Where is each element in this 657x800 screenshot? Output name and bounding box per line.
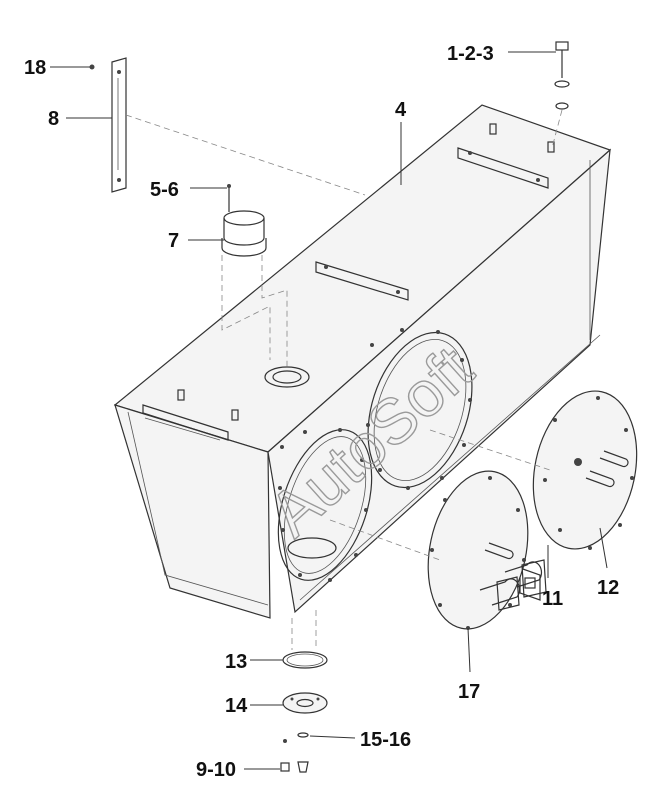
sight-gauge [89,57,366,196]
cover-plate-12 [532,390,638,550]
callout-5-6: 5-6 [150,179,179,201]
callout-13: 13 [225,651,247,673]
callout-1-2-3: 1-2-3 [447,43,494,65]
drain-flange [282,692,328,714]
drain-washer [297,732,309,738]
callout-9-10: 9-10 [196,759,236,781]
callout-11: 11 [542,588,563,610]
callout-14: 14 [225,695,248,717]
drain-bolt [280,762,290,772]
filler-neck [264,366,310,388]
tank-side-face [267,148,611,614]
cover-plate-11 [429,429,551,601]
side-opening-front [277,429,373,581]
top-bracket [457,147,549,189]
leader-lines [50,51,608,770]
top-bolt-stack [551,41,570,149]
callout-18: 18 [24,57,46,79]
filler-cap [221,184,288,370]
callout-4: 4 [395,99,407,121]
opening-bolt-holes [278,328,472,582]
callout-7: 7 [168,230,179,252]
callout-12: 12 [597,577,619,599]
tank-body [113,104,612,619]
middle-bracket [315,261,409,301]
callout-17: 17 [458,681,480,703]
gauge-screw [89,64,95,70]
drain-plug [297,761,309,773]
front-bracket [142,404,229,441]
callout-8: 8 [48,108,59,130]
cover-plate-17 [329,470,547,630]
callout-15-16: 15-16 [360,729,411,751]
side-opening-rear [367,331,473,489]
drain-assembly [280,610,328,773]
callout-labels: 18 8 1-2-3 4 5-6 7 11 12 17 13 14 15-16 … [24,43,619,781]
